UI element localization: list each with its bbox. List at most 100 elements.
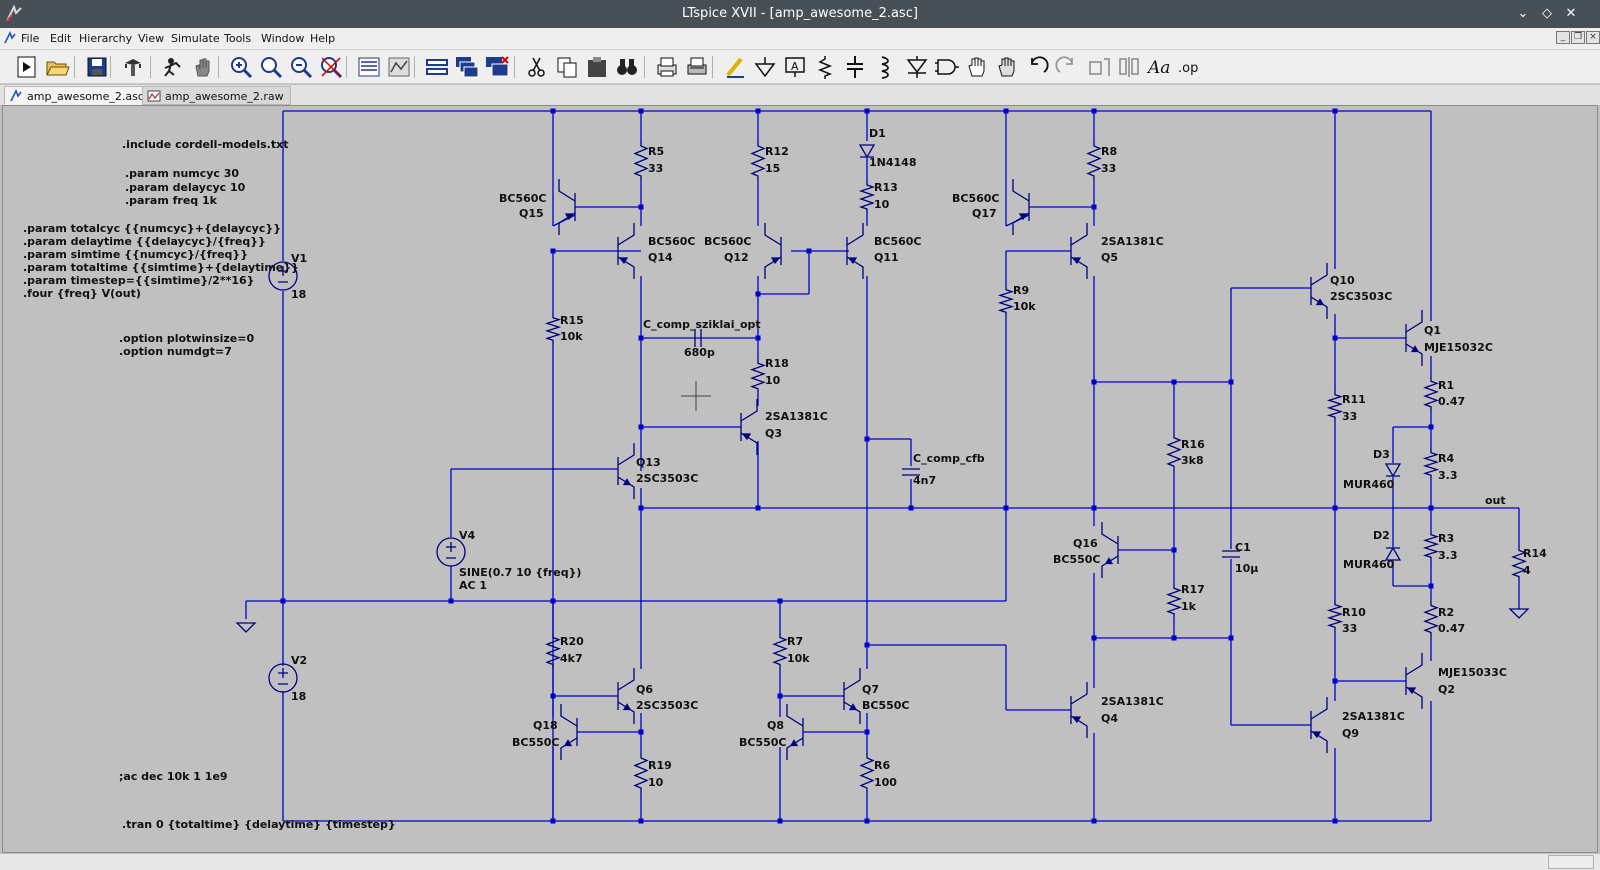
undo-icon[interactable] [1024, 54, 1050, 80]
waveform-fit-icon[interactable] [386, 54, 412, 80]
zoom-area-icon[interactable] [258, 54, 284, 80]
resistor-r13[interactable] [858, 181, 876, 213]
resistor-r5[interactable] [633, 141, 649, 181]
mirror-icon[interactable] [1116, 54, 1142, 80]
spice-directive-icon[interactable]: .op [1176, 54, 1202, 80]
transistor-q6[interactable] [617, 668, 635, 724]
schematic-canvas[interactable]: .include cordell-models.txt.param numcyc… [2, 105, 1598, 853]
menu-edit[interactable]: Edit [50, 32, 72, 45]
tab-waveform[interactable]: amp_awesome_2.raw [142, 86, 291, 105]
transistor-q3[interactable] [740, 399, 758, 455]
capacitor-c_comp_sziklai_opt[interactable] [694, 329, 702, 347]
zoom-fit-icon[interactable] [318, 54, 344, 80]
transistor-q4[interactable] [1070, 682, 1088, 738]
paste-icon[interactable] [584, 54, 610, 80]
text-icon[interactable]: Aa [1146, 54, 1172, 80]
capacitor-c1[interactable] [1222, 550, 1240, 558]
run-icon[interactable] [14, 54, 40, 80]
print-setup-icon[interactable] [684, 54, 710, 80]
component-icon[interactable] [934, 54, 960, 80]
resistor-r10[interactable] [1326, 601, 1344, 631]
tile-icon[interactable] [424, 54, 450, 80]
capacitor-icon[interactable] [842, 54, 868, 80]
diode-icon[interactable] [904, 54, 930, 80]
open-folder-icon[interactable] [44, 54, 70, 80]
menu-view[interactable]: View [138, 32, 165, 45]
mdi-close-button[interactable]: × [1586, 31, 1600, 44]
diode-d3[interactable] [1384, 463, 1402, 478]
resistor-r16[interactable] [1166, 433, 1182, 471]
menu-window[interactable]: Window [261, 32, 305, 45]
zoom-in-icon[interactable] [228, 54, 254, 80]
resistor-r3[interactable] [1422, 531, 1440, 561]
mdi-restore-button[interactable]: ❐ [1571, 31, 1585, 44]
transistor-q5[interactable] [1070, 223, 1088, 279]
diode-d2[interactable] [1384, 546, 1402, 561]
resistor-r7[interactable] [772, 633, 788, 669]
document-icon[interactable] [3, 31, 17, 45]
minimize-button[interactable]: ⌄ [1517, 6, 1529, 21]
transistor-q11[interactable] [846, 223, 864, 279]
resistor-r12[interactable] [750, 141, 766, 181]
capacitor-c_comp_cfb[interactable] [902, 468, 920, 476]
resistor-r1[interactable] [1423, 377, 1439, 411]
resistor-r8[interactable] [1086, 141, 1102, 181]
voltage-source-v4[interactable] [436, 537, 466, 567]
resistor-r6[interactable] [859, 753, 875, 793]
transistor-q10[interactable] [1310, 263, 1328, 319]
resistor-r18[interactable] [750, 359, 766, 393]
halt-icon[interactable] [160, 54, 186, 80]
find-icon[interactable] [614, 54, 640, 80]
restore-button[interactable]: ◇ [1542, 6, 1552, 21]
close-button[interactable]: ✕ [1565, 6, 1577, 21]
copy-icon[interactable] [554, 54, 580, 80]
inductor-icon[interactable] [872, 54, 898, 80]
voltage-source-v1[interactable] [268, 261, 298, 291]
save-icon[interactable] [84, 54, 110, 80]
transistor-q7[interactable] [843, 668, 861, 724]
menu-simulate[interactable]: Simulate [171, 32, 220, 45]
resistor-r14[interactable] [1511, 546, 1527, 581]
diode-d1[interactable] [858, 144, 876, 159]
waveform-icon[interactable] [356, 54, 382, 80]
transistor-q9[interactable] [1310, 697, 1328, 753]
draw-wire-icon[interactable] [722, 54, 748, 80]
menu-file[interactable]: File [21, 32, 40, 45]
label-net-icon[interactable]: A [782, 54, 808, 80]
resistor-r20[interactable] [545, 633, 561, 669]
resistor-r2[interactable] [1423, 601, 1439, 637]
close-window-icon[interactable] [484, 54, 510, 80]
drag-icon[interactable] [994, 54, 1020, 80]
transistor-q14[interactable] [617, 223, 635, 279]
resistor-r19[interactable] [633, 753, 649, 793]
menu-tools[interactable]: Tools [224, 32, 252, 45]
cascade-icon[interactable] [454, 54, 480, 80]
voltage-source-v2[interactable] [268, 663, 298, 693]
menu-help[interactable]: Help [310, 32, 336, 45]
transistor-q15[interactable] [558, 179, 576, 235]
transistor-q12[interactable] [764, 223, 782, 279]
transistor-q16[interactable] [1101, 522, 1119, 578]
move-icon[interactable] [964, 54, 990, 80]
pan-hand-icon[interactable] [190, 54, 216, 80]
schematic-drawing[interactable]: .include cordell-models.txt.param numcyc… [3, 106, 1599, 854]
transistor-q8[interactable] [786, 704, 804, 760]
transistor-q17[interactable] [1012, 179, 1030, 235]
control-panel-icon[interactable] [120, 54, 146, 80]
redo-icon[interactable] [1054, 54, 1080, 80]
print-icon[interactable] [654, 54, 680, 80]
rotate-icon[interactable] [1086, 54, 1112, 80]
transistor-q13[interactable] [617, 443, 635, 499]
tab-schematic[interactable]: amp_awesome_2.asc [4, 86, 151, 105]
resistor-icon[interactable] [812, 54, 838, 80]
resistor-r4[interactable] [1422, 449, 1440, 479]
resistor-r9[interactable] [997, 286, 1015, 316]
transistor-q18[interactable] [560, 704, 578, 760]
resistor-r15[interactable] [544, 314, 562, 344]
cut-icon[interactable] [524, 54, 550, 80]
resistor-r17[interactable] [1166, 584, 1182, 618]
transistor-q2[interactable] [1405, 653, 1423, 709]
zoom-out-icon[interactable] [288, 54, 314, 80]
mdi-minimize-button[interactable]: _ [1556, 31, 1570, 44]
ground-icon[interactable] [752, 54, 778, 80]
